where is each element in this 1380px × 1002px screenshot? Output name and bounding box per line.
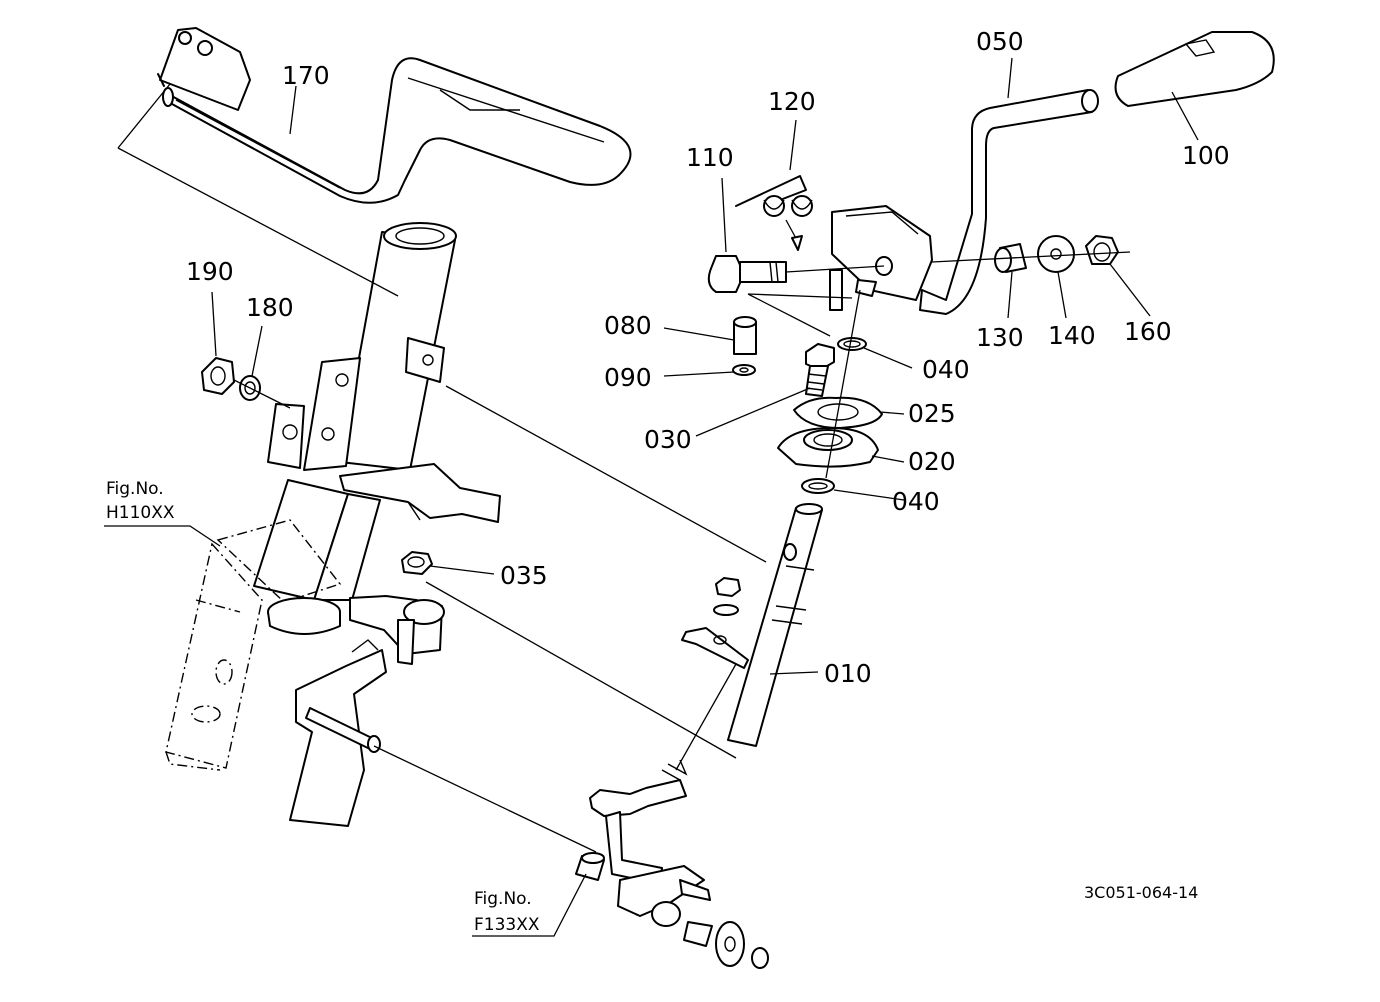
lower-linkage[interactable] bbox=[575, 759, 769, 969]
axis-right-hardware bbox=[931, 251, 1131, 263]
shaft-010[interactable] bbox=[727, 503, 823, 747]
label-040-upper: 040 bbox=[922, 355, 970, 384]
nut-lower[interactable] bbox=[715, 577, 741, 597]
label-020: 020 bbox=[908, 447, 956, 476]
shift-lever-050[interactable] bbox=[919, 89, 1099, 315]
part-labels: 170 190 180 050 120 110 100 080 090 030 … bbox=[186, 27, 1230, 688]
steering-column-frame[interactable] bbox=[165, 222, 501, 827]
label-080: 080 bbox=[604, 311, 652, 340]
leader-bolt-axis bbox=[785, 265, 885, 273]
shift-bracket[interactable] bbox=[829, 205, 933, 311]
label-170: 170 bbox=[282, 61, 330, 90]
label-140: 140 bbox=[1048, 321, 1096, 350]
drawing-code: 3C051-064-14 bbox=[1084, 883, 1198, 902]
fig-ref-f-code[interactable]: F133XX bbox=[474, 915, 540, 935]
nut-190[interactable] bbox=[201, 357, 235, 395]
knob-100[interactable] bbox=[1114, 31, 1275, 107]
label-030: 030 bbox=[644, 425, 692, 454]
leader-180-190-axis bbox=[233, 379, 291, 409]
guard-bar-170[interactable] bbox=[157, 27, 632, 204]
label-160: 160 bbox=[1124, 317, 1172, 346]
circlip-040-upper[interactable] bbox=[837, 337, 867, 351]
nut-035[interactable] bbox=[401, 551, 433, 575]
washer-090[interactable] bbox=[732, 364, 756, 376]
washer-140[interactable] bbox=[1037, 235, 1075, 273]
washer-lower[interactable] bbox=[713, 604, 739, 616]
label-100: 100 bbox=[1182, 141, 1230, 170]
label-110: 110 bbox=[686, 143, 734, 172]
bolt-030[interactable] bbox=[805, 343, 835, 397]
label-090: 090 bbox=[604, 363, 652, 392]
assembly-axis-lines bbox=[117, 83, 861, 853]
label-leaders bbox=[211, 57, 1199, 675]
figure-ref-h110xx[interactable]: Fig.No. H110XX bbox=[104, 479, 221, 547]
fig-ref-f-title: Fig.No. bbox=[474, 889, 532, 909]
label-190: 190 bbox=[186, 257, 234, 286]
plate-lower[interactable] bbox=[681, 627, 749, 669]
label-010: 010 bbox=[824, 659, 872, 688]
figure-ref-f133xx[interactable]: Fig.No. F133XX bbox=[472, 873, 587, 937]
collar-080[interactable] bbox=[733, 316, 757, 355]
circlip-040-lower[interactable] bbox=[801, 478, 835, 494]
holder-020[interactable] bbox=[777, 427, 879, 468]
label-050: 050 bbox=[976, 27, 1024, 56]
label-180: 180 bbox=[246, 293, 294, 322]
fig-ref-h-title: Fig.No. bbox=[106, 479, 164, 499]
label-040-lower: 040 bbox=[892, 487, 940, 516]
bolt-110[interactable] bbox=[707, 255, 787, 293]
fig-ref-h-code[interactable]: H110XX bbox=[106, 503, 175, 523]
label-120: 120 bbox=[768, 87, 816, 116]
label-035: 035 bbox=[500, 561, 548, 590]
label-025: 025 bbox=[908, 399, 956, 428]
spring-120[interactable] bbox=[735, 175, 813, 251]
nut-160[interactable] bbox=[1085, 235, 1119, 265]
label-130: 130 bbox=[976, 323, 1024, 352]
